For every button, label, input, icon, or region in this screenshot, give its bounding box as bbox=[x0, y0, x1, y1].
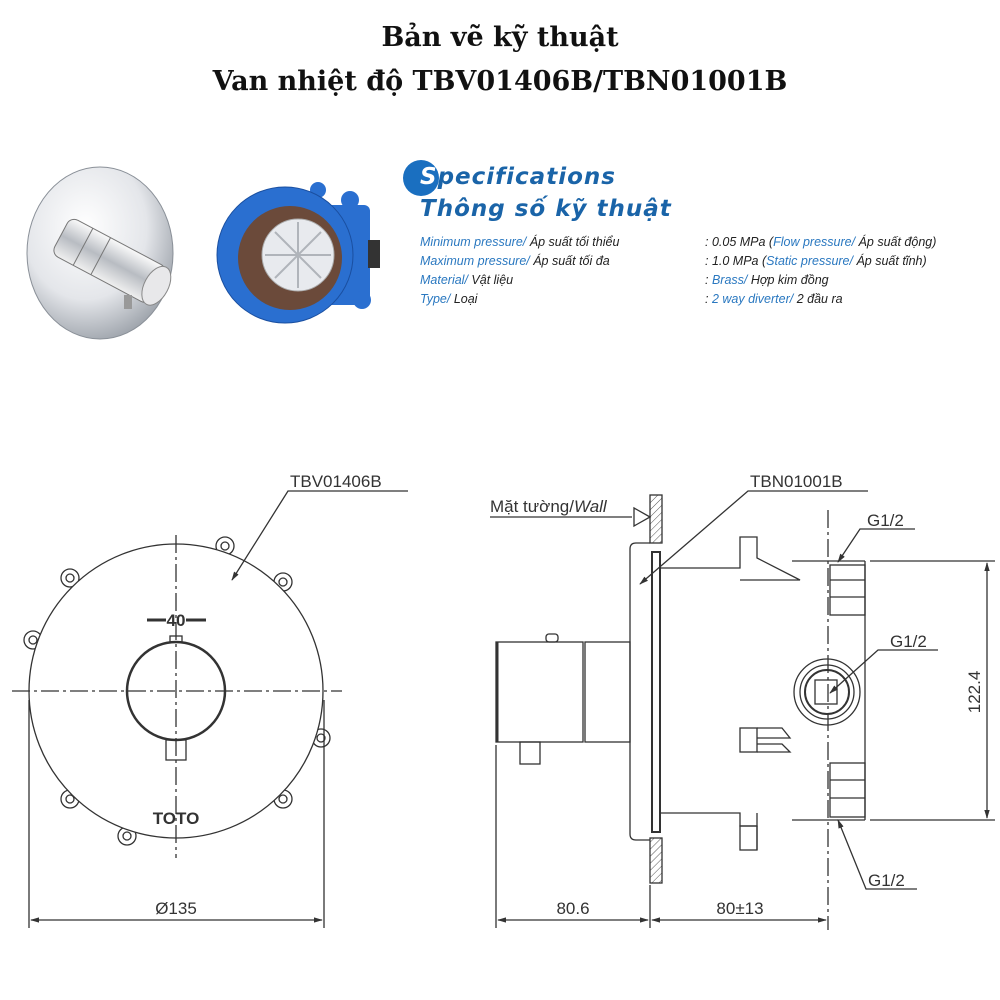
spec-row-type: Type/ Loại : 2 way diverter/ 2 đầu ra bbox=[420, 292, 843, 306]
handle-body bbox=[495, 641, 584, 743]
logo-mark: TOTO bbox=[153, 809, 200, 828]
port-mid-label: G1/2 bbox=[890, 632, 927, 651]
front-view bbox=[12, 490, 408, 928]
front-model-label: TBV01406B bbox=[290, 472, 382, 491]
box-depth-dimension: 80±13 bbox=[716, 899, 763, 918]
port-top-label: G1/2 bbox=[867, 511, 904, 530]
specs-heading-vi: Thông số kỹ thuật bbox=[420, 196, 672, 222]
specs-heading-en: Specifications bbox=[420, 164, 616, 190]
title-line-1: Bản vẽ kỹ thuật bbox=[381, 22, 619, 53]
side-model-label: TBN01001B bbox=[750, 472, 843, 491]
title-line-2: Van nhiệt độ TBV01406B/TBN01001B bbox=[212, 66, 788, 97]
handle-depth-dimension: 80.6 bbox=[556, 899, 589, 918]
mixer-box-photo bbox=[216, 182, 380, 324]
spec-row-max-pressure: Maximum pressure/ Áp suất tối đa : 1.0 M… bbox=[420, 254, 927, 268]
spec-row-min-pressure: Minimum pressure/ Áp suất tối thiểu : 0.… bbox=[420, 235, 937, 249]
faucet-photo bbox=[26, 166, 174, 340]
spec-row-material: Material/ Vật liệu : Brass/ Hợp kim đồng bbox=[420, 273, 829, 287]
port-bottom-label: G1/2 bbox=[868, 871, 905, 890]
specs-badge-circle bbox=[403, 160, 439, 196]
height-dimension: 122.4 bbox=[965, 671, 984, 714]
scale-mark: 40 bbox=[167, 611, 186, 630]
side-view bbox=[490, 490, 995, 930]
side-port bbox=[793, 658, 861, 726]
wall-label: Mặt tường/Wall bbox=[490, 497, 608, 516]
diameter-dimension: Ø135 bbox=[155, 899, 197, 918]
